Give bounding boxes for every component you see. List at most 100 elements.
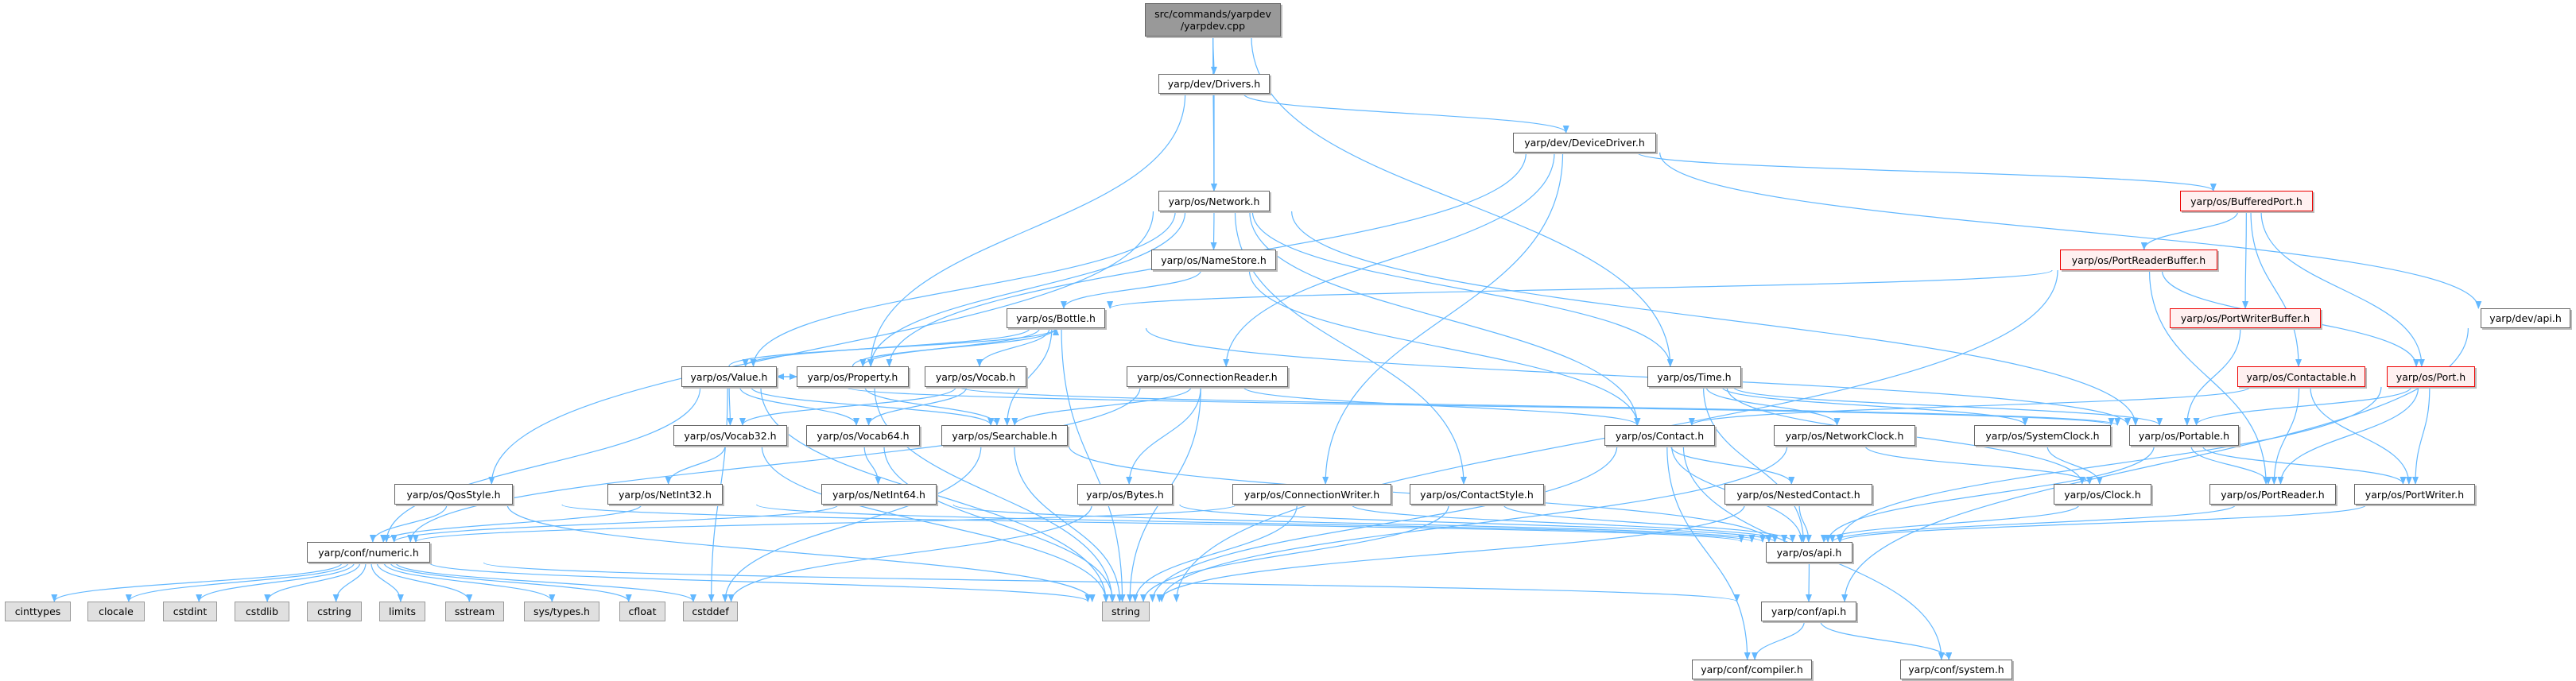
node-osapi[interactable]: yarp/os/api.h bbox=[1766, 542, 1852, 563]
node-portreaderbuffer[interactable]: yarp/os/PortReaderBuffer.h bbox=[2060, 250, 2217, 270]
node-connectionreader[interactable]: yarp/os/ConnectionReader.h bbox=[1127, 366, 1288, 387]
node-devicedriver[interactable]: yarp/dev/DeviceDriver.h bbox=[1513, 133, 1656, 153]
node-contactable[interactable]: yarp/os/Contactable.h bbox=[2237, 366, 2365, 387]
edge-numeric-to-cinttypes bbox=[51, 562, 343, 602]
edge-numeric-to-sstream bbox=[376, 562, 473, 602]
node-connectionwriter[interactable]: yarp/os/ConnectionWriter.h bbox=[1232, 484, 1391, 505]
node-label: yarp/os/ContactStyle.h bbox=[1420, 488, 1534, 501]
node-label: yarp/dev/Drivers.h bbox=[1167, 78, 1261, 90]
edge-portreaderbuffer-to-bottle bbox=[1107, 269, 2053, 309]
edge-connectionwriter-to-numeric bbox=[413, 504, 1237, 543]
node-label: yarp/os/PortWriter.h bbox=[2365, 488, 2465, 501]
edge-bottle-to-searchable bbox=[1003, 327, 1053, 426]
edge-searchable-to-cstddef bbox=[722, 445, 982, 602]
node-label: yarp/conf/numeric.h bbox=[318, 546, 419, 559]
node-qosstyle[interactable]: yarp/os/QosStyle.h bbox=[394, 484, 513, 505]
edge-root-to-time bbox=[1251, 36, 1674, 367]
node-label: yarp/conf/system.h bbox=[1908, 664, 2004, 675]
node-systypes: sys/types.h bbox=[524, 602, 599, 621]
node-system[interactable]: yarp/conf/system.h bbox=[1900, 660, 2012, 679]
node-label: sstream bbox=[454, 606, 495, 617]
node-label: cstddef bbox=[692, 606, 729, 617]
node-vocab[interactable]: yarp/os/Vocab.h bbox=[925, 366, 1026, 387]
edge-property-to-searchable bbox=[864, 386, 1000, 426]
edge-property-to-portable bbox=[958, 386, 2120, 426]
edge-bytes-to-cstddef bbox=[727, 504, 1092, 602]
edge-value-to-portable bbox=[844, 386, 2114, 426]
edge-portable-to-portwriter bbox=[2202, 445, 2407, 485]
edge-devicedriver-to-connectionreader bbox=[1223, 152, 1555, 367]
edge-value-to-vocab64 bbox=[739, 386, 860, 426]
edge-connectionreader-to-contact bbox=[1243, 386, 1640, 426]
node-label: yarp/os/Contact.h bbox=[1615, 429, 1705, 442]
node-label: yarp/os/NetworkClock.h bbox=[1785, 429, 1904, 442]
node-label: yarp/os/ConnectionWriter.h bbox=[1243, 488, 1380, 501]
edge-time-to-osapi bbox=[1702, 386, 1807, 543]
edge-systemclock-to-clock bbox=[2046, 445, 2103, 485]
node-label: yarp/os/Property.h bbox=[807, 370, 898, 383]
node-bufferedport[interactable]: yarp/os/BufferedPort.h bbox=[2180, 191, 2313, 211]
edge-property-to-bottle bbox=[852, 327, 1059, 367]
node-nestedcontact[interactable]: yarp/os/NestedContact.h bbox=[1724, 484, 1872, 505]
node-namestore[interactable]: yarp/os/NameStore.h bbox=[1151, 250, 1276, 270]
node-network[interactable]: yarp/os/Network.h bbox=[1158, 191, 1270, 211]
edge-qosstyle-to-numeric bbox=[369, 504, 448, 543]
node-label: yarp/os/Vocab64.h bbox=[817, 429, 910, 442]
edge-value-to-vocab32 bbox=[727, 386, 734, 426]
edge-time-to-systemclock bbox=[1721, 386, 2028, 426]
edge-connectionreader-to-numeric bbox=[407, 386, 1141, 543]
edge-bottle-to-portable bbox=[1145, 327, 2131, 426]
edge-bottle-to-string bbox=[1061, 327, 1126, 602]
node-portable[interactable]: yarp/os/Portable.h bbox=[2129, 425, 2239, 446]
node-port[interactable]: yarp/os/Port.h bbox=[2387, 366, 2475, 387]
node-networkclock[interactable]: yarp/os/NetworkClock.h bbox=[1774, 425, 1915, 446]
node-compiler[interactable]: yarp/conf/compiler.h bbox=[1692, 660, 1812, 679]
edge-numeric-to-cstring bbox=[332, 562, 367, 602]
edge-numeric-to-cfloat bbox=[390, 562, 632, 602]
edge-value-to-searchable bbox=[751, 386, 995, 426]
node-netint32[interactable]: yarp/os/NetInt32.h bbox=[607, 484, 723, 505]
node-label: yarp/os/NestedContact.h bbox=[1736, 488, 1860, 501]
node-drivers[interactable]: yarp/dev/Drivers.h bbox=[1158, 74, 1270, 94]
node-netint64[interactable]: yarp/os/NetInt64.h bbox=[821, 484, 937, 505]
node-label: yarp/os/Port.h bbox=[2396, 370, 2466, 383]
edge-qosstyle-to-string bbox=[506, 504, 1096, 602]
edge-value-to-bottle bbox=[728, 327, 1059, 367]
edge-contactable-to-contact bbox=[1689, 386, 2251, 426]
node-root[interactable]: src/commands/yarpdev /yarpdev.cpp bbox=[1145, 3, 1281, 37]
node-devapi[interactable]: yarp/dev/api.h bbox=[2481, 308, 2570, 328]
edge-bytes-to-osapi bbox=[1179, 504, 1779, 543]
edge-contact-to-nestedcontact bbox=[1670, 445, 1795, 485]
node-portwriter[interactable]: yarp/os/PortWriter.h bbox=[2354, 484, 2475, 505]
node-portreader[interactable]: yarp/os/PortReader.h bbox=[2209, 484, 2336, 505]
edge-portwriterbuffer-to-portable bbox=[2183, 327, 2241, 426]
node-systemclock[interactable]: yarp/os/SystemClock.h bbox=[1974, 425, 2111, 446]
edge-bufferedport-to-portreaderbuffer bbox=[2140, 211, 2239, 250]
node-bytes[interactable]: yarp/os/Bytes.h bbox=[1077, 484, 1173, 505]
node-vocab32[interactable]: yarp/os/Vocab32.h bbox=[673, 425, 787, 446]
node-label: cstring bbox=[317, 606, 351, 617]
edge-searchable-to-string bbox=[1014, 445, 1123, 602]
edge-namestore-to-contact bbox=[1248, 269, 1641, 426]
node-label: yarp/conf/compiler.h bbox=[1701, 664, 1803, 675]
node-numeric[interactable]: yarp/conf/numeric.h bbox=[307, 542, 430, 563]
edge-numeric-to-cstdlib bbox=[264, 562, 361, 602]
node-value[interactable]: yarp/os/Value.h bbox=[681, 366, 777, 387]
node-contact[interactable]: yarp/os/Contact.h bbox=[1604, 425, 1715, 446]
node-confapi[interactable]: yarp/conf/api.h bbox=[1761, 602, 1856, 621]
node-searchable[interactable]: yarp/os/Searchable.h bbox=[941, 425, 1068, 446]
node-label: cinttypes bbox=[14, 606, 61, 617]
edge-value-to-numeric bbox=[383, 386, 701, 543]
node-string: string bbox=[1102, 602, 1150, 621]
node-clock[interactable]: yarp/os/Clock.h bbox=[2054, 484, 2151, 505]
node-time[interactable]: yarp/os/Time.h bbox=[1647, 366, 1741, 387]
node-portwriterbuffer[interactable]: yarp/os/PortWriterBuffer.h bbox=[2170, 308, 2321, 328]
node-bottle[interactable]: yarp/os/Bottle.h bbox=[1007, 308, 1105, 328]
node-label: yarp/conf/api.h bbox=[1771, 606, 1847, 617]
node-label: yarp/os/Vocab32.h bbox=[684, 429, 777, 442]
edge-networkclock-to-clock bbox=[1864, 445, 2093, 485]
node-vocab64[interactable]: yarp/os/Vocab64.h bbox=[806, 425, 920, 446]
node-property[interactable]: yarp/os/Property.h bbox=[797, 366, 909, 387]
edge-portable-to-osapi bbox=[1825, 445, 2155, 543]
node-contactstyle[interactable]: yarp/os/ContactStyle.h bbox=[1410, 484, 1544, 505]
